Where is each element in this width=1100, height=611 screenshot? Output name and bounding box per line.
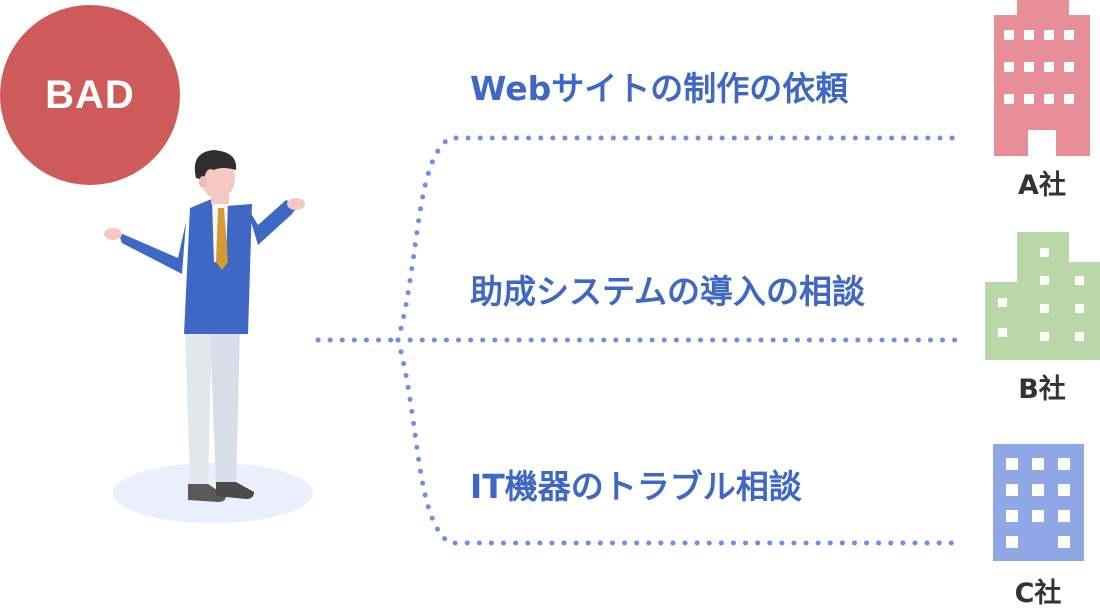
building-c-icon xyxy=(993,444,1084,561)
right-arm xyxy=(246,200,298,245)
building-b-windows xyxy=(998,248,1084,341)
building-a-icon xyxy=(994,0,1090,156)
route-label-b: 助成システムの導入の相談 xyxy=(470,272,866,311)
building-a-windows xyxy=(1004,30,1074,156)
building-b-icon xyxy=(985,232,1100,360)
bad-badge: BAD xyxy=(0,5,180,185)
left-hand xyxy=(104,228,122,240)
right-leg xyxy=(210,330,240,485)
building-a-roof xyxy=(1017,0,1069,18)
company-label-a: A社 xyxy=(1018,170,1066,201)
businessman-figure xyxy=(104,150,305,502)
connector-branch-c xyxy=(395,337,961,546)
hair xyxy=(194,150,237,180)
left-arm xyxy=(118,222,186,274)
left-leg xyxy=(185,330,212,485)
connector-branch-a xyxy=(395,135,961,343)
route-label-c: IT機器のトラブル相談 xyxy=(470,467,802,506)
right-shoe xyxy=(216,482,254,499)
building-b-left-wing xyxy=(985,282,1025,360)
route-label-a: Webサイトの制作の依頼 xyxy=(470,69,849,108)
suit-jacket xyxy=(184,198,252,334)
building-c-windows xyxy=(1006,458,1070,548)
ear xyxy=(199,176,207,188)
company-label-b: B社 xyxy=(1018,374,1066,405)
right-hand xyxy=(287,198,305,210)
tie xyxy=(216,208,228,270)
company-label-c: C社 xyxy=(1014,578,1062,609)
connector-lines xyxy=(315,135,961,546)
left-shoe xyxy=(188,484,226,502)
